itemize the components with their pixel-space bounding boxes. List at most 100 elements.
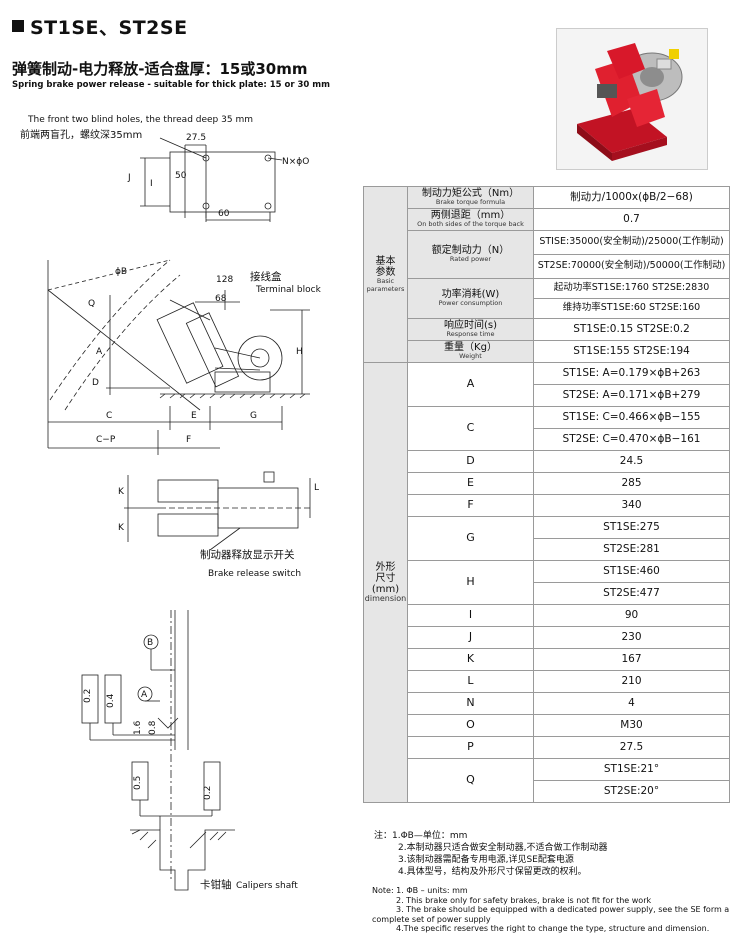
- note-cn-4: 4.具体型号，结构及外形尺寸保留更改的权利。: [398, 867, 587, 877]
- param-retreat: 两侧退距（mm）On both sides of the torque back: [407, 208, 534, 231]
- dim-name-o: O: [407, 714, 534, 737]
- notes-en: Note: 1. ΦB – units: mm 2. This brake on…: [372, 886, 729, 934]
- note-en-2: 2. This brake only for safety brakes, br…: [396, 895, 652, 905]
- dim-val-c-1: ST1SE: C=0.466×ϕB−155: [533, 406, 730, 429]
- table-row: 外形 尺寸 (mm) dimension A ST1SE: A=0.179×ϕB…: [363, 362, 730, 803]
- tolerance-outline: [81, 610, 235, 891]
- note-en-3b: complete set of power supply: [372, 914, 491, 924]
- dim-q: Q: [88, 299, 95, 309]
- dim-27-5: 27.5: [186, 133, 206, 143]
- dim-val-d: 24.5: [533, 450, 730, 473]
- dim-name-j: J: [407, 626, 534, 649]
- subtitle-cn: 弹簧制动-电力释放-适合盘厚：15或30mm: [12, 60, 308, 78]
- terminal-label-en: Terminal block: [255, 285, 322, 295]
- dim-e: E: [191, 411, 197, 421]
- technical-drawing: The front two blind holes, the thread de…: [20, 115, 322, 891]
- val-torque: 制动力/1000x(ϕB/2−68): [533, 186, 730, 209]
- dim-50: 50: [175, 171, 187, 181]
- dim-name-i: I: [407, 604, 534, 627]
- dim-val-l: 210: [533, 670, 730, 693]
- dim-name-c: C: [407, 406, 534, 451]
- tol-05: 0.5: [133, 776, 143, 790]
- brake-photo-illustration: [557, 29, 707, 169]
- dim-c: C: [106, 411, 112, 421]
- dim-name-q: Q: [407, 758, 534, 803]
- page-title: ST1SE、ST2SE: [30, 17, 188, 39]
- table-row: ST2SE:20°: [364, 780, 730, 803]
- dim-name-l: L: [407, 670, 534, 693]
- table-row: 功率消耗(W)Power consumption 起动功率ST1SE:1760 …: [364, 278, 730, 319]
- dim-a: A: [96, 347, 103, 357]
- dim-name-g: G: [407, 516, 534, 561]
- caliper-label-cn: 卡钳轴: [200, 878, 232, 891]
- dim-val-p: 27.5: [533, 736, 730, 759]
- dim-val-a-1: ST1SE: A=0.179×ϕB+263: [533, 362, 730, 385]
- table-row: H ST1SE:460: [364, 560, 730, 605]
- dim-phi-b: ϕB: [115, 267, 127, 277]
- dim-l: L: [314, 483, 319, 493]
- param-power: 功率消耗(W)Power consumption: [407, 278, 534, 319]
- val-retreat: 0.7: [533, 208, 730, 231]
- switch-label-cn: 制动器释放显示开关: [200, 548, 295, 561]
- dim-name-p: P: [407, 736, 534, 759]
- hole-note-en: The front two blind holes, the thread de…: [27, 115, 253, 125]
- tol-02-a: 0.2: [203, 786, 213, 800]
- tol-02-b: 0.2: [83, 689, 93, 703]
- val-rated-force-1: STISE:35000(安全制动)/25000(工作制动): [533, 230, 730, 255]
- val-power-hold: 维持功率ST1SE:60 ST2SE:160: [533, 298, 730, 319]
- dim-68: 68: [215, 294, 227, 304]
- table-row: 响应时间(s)Response time ST1SE:0.15 ST2SE:0.…: [364, 318, 730, 341]
- hole-note-cn: 前端两盲孔，螺纹深35mm: [20, 128, 142, 141]
- dim-val-n: 4: [533, 692, 730, 715]
- note-en-4: 4.The specific reserves the right to cha…: [396, 924, 710, 934]
- plan-view-outline: [124, 471, 311, 551]
- datum-a: A: [141, 690, 148, 700]
- table-row: 额定制动力（N）Rated power STISE:35000(安全制动)/25…: [364, 230, 730, 279]
- dim-nxo: N×ϕO: [282, 157, 309, 167]
- tol-04-b: 0.4: [106, 693, 116, 708]
- val-response: ST1SE:0.15 ST2SE:0.2: [533, 318, 730, 341]
- switch-label-en: Brake release switch: [208, 569, 301, 579]
- dim-val-e: 285: [533, 472, 730, 495]
- dim-val-c-2: ST2SE: C=0.470×ϕB−161: [533, 428, 730, 451]
- dim-val-j: 230: [533, 626, 730, 649]
- dim-name-d: D: [407, 450, 534, 473]
- terminal-label-cn: 接线盒: [250, 270, 282, 283]
- dim-val-k: 167: [533, 648, 730, 671]
- table-row: 基本 参数 Basic parameters 制动力矩公式（Nm）Brake t…: [363, 186, 730, 363]
- dim-d: D: [92, 378, 99, 388]
- table-row: ST2SE:70000(安全制动)/50000(工作制动): [364, 254, 730, 279]
- val-weight: ST1SE:155 ST2SE:194: [533, 340, 730, 363]
- val-power-start: 起动功率ST1SE:1760 ST2SE:2830: [533, 278, 730, 299]
- param-weight: 重量（Kg）Weight: [407, 340, 534, 363]
- dim-k-bottom: K: [118, 523, 125, 533]
- dim-val-q-2: ST2SE:20°: [533, 780, 730, 803]
- tol-16: 1.6: [133, 720, 143, 735]
- dim-k-top: K: [118, 487, 125, 497]
- dim-val-g-1: ST1SE:275: [533, 516, 730, 539]
- dim-val-o: M30: [533, 714, 730, 737]
- note-en-1: Note: 1. ΦB – units: mm: [372, 886, 468, 895]
- group-basic-parameters: 基本 参数 Basic parameters: [363, 186, 408, 363]
- spec-table: 基本 参数 Basic parameters 制动力矩公式（Nm）Brake t…: [363, 186, 730, 803]
- group-dimension: 外形 尺寸 (mm) dimension: [363, 362, 408, 803]
- product-photo: [556, 28, 708, 170]
- dim-j: J: [127, 173, 131, 183]
- dim-val-q-1: ST1SE:21°: [533, 758, 730, 781]
- dim-name-k: K: [407, 648, 534, 671]
- datum-b: B: [147, 638, 153, 648]
- note-cn-2: 2.本制动器只适合做安全制动器,不适合做工作制动器: [398, 843, 608, 853]
- note-cn-1: 注：1.ΦB—单位：mm: [374, 831, 468, 841]
- dim-128: 128: [216, 275, 233, 285]
- dim-name-a: A: [407, 362, 534, 407]
- subtitle-en: Spring brake power release - suitable fo…: [12, 80, 331, 90]
- dim-val-h-2: ST2SE:477: [533, 582, 730, 605]
- dim-name-e: E: [407, 472, 534, 495]
